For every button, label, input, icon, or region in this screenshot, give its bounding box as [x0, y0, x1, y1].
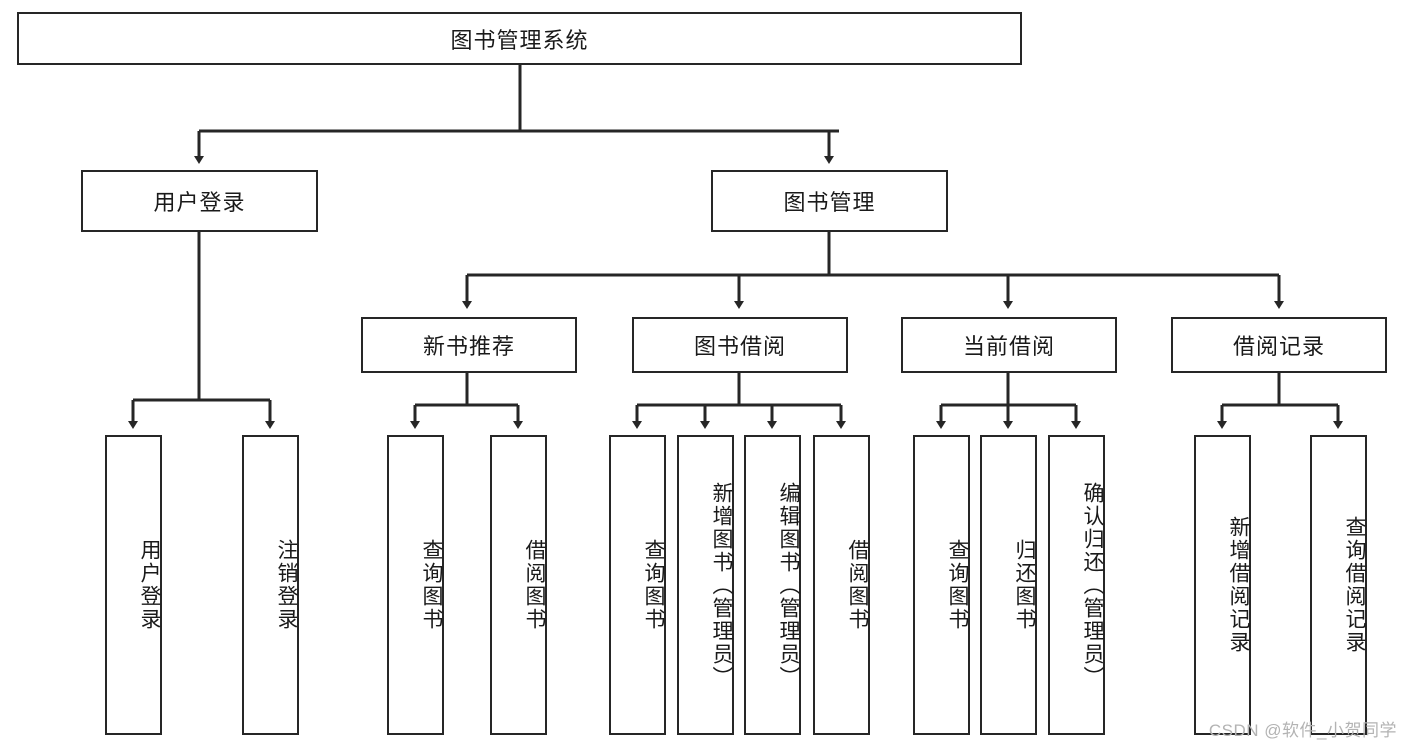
node-label: 图书管理系统	[450, 27, 589, 53]
node-root-book-management-system[interactable]: 图书管理系统	[17, 12, 1022, 65]
leaf-user-login-signin[interactable]: 用户登录	[105, 435, 162, 735]
node-label: 归还图书	[1013, 539, 1036, 631]
node-label: 借阅记录	[1232, 334, 1325, 359]
node-label: 用户登录	[153, 190, 246, 215]
leaf-borrow-edit-book-admin[interactable]: 编辑图书（管理员）	[744, 435, 801, 735]
node-label: 查询借阅记录	[1343, 516, 1366, 654]
node-new-book-recommend[interactable]: 新书推荐	[361, 317, 577, 373]
leaf-borrow-add-book-admin[interactable]: 新增图书（管理员）	[677, 435, 734, 735]
node-label: 借阅图书	[523, 539, 546, 631]
node-label: 新增图书（管理员）	[710, 481, 733, 689]
leaf-borrow-query-book[interactable]: 查询图书	[609, 435, 666, 735]
node-label: 确认归还（管理员）	[1081, 481, 1104, 689]
leaf-recommend-query-book[interactable]: 查询图书	[387, 435, 444, 735]
leaf-user-login-signout[interactable]: 注销登录	[242, 435, 299, 735]
node-user-login[interactable]: 用户登录	[81, 170, 318, 232]
leaf-current-query-book[interactable]: 查询图书	[913, 435, 970, 735]
node-label: 当前借阅	[962, 334, 1055, 359]
node-label: 图书管理	[783, 190, 876, 215]
leaf-recommend-borrow-book[interactable]: 借阅图书	[490, 435, 547, 735]
node-book-borrow[interactable]: 图书借阅	[632, 317, 848, 373]
node-label: 新书推荐	[422, 334, 515, 359]
leaf-record-query-borrow-record[interactable]: 查询借阅记录	[1310, 435, 1367, 735]
node-label: 新增借阅记录	[1227, 516, 1250, 654]
node-label: 编辑图书（管理员）	[777, 481, 800, 689]
node-label: 图书借阅	[693, 334, 786, 359]
leaf-record-add-borrow-record[interactable]: 新增借阅记录	[1194, 435, 1251, 735]
node-label: 注销登录	[275, 539, 298, 631]
node-book-management[interactable]: 图书管理	[711, 170, 948, 232]
csdn-watermark: CSDN @软件_小贺同学	[1208, 721, 1397, 740]
leaf-borrow-borrow-book[interactable]: 借阅图书	[813, 435, 870, 735]
node-label: 查询图书	[642, 539, 665, 631]
leaf-current-confirm-return-admin[interactable]: 确认归还（管理员）	[1048, 435, 1105, 735]
node-borrow-record[interactable]: 借阅记录	[1171, 317, 1387, 373]
node-label: 查询图书	[946, 539, 969, 631]
node-current-borrow[interactable]: 当前借阅	[901, 317, 1117, 373]
node-label: 查询图书	[420, 539, 443, 631]
node-label: 借阅图书	[846, 539, 869, 631]
leaf-current-return-book[interactable]: 归还图书	[980, 435, 1037, 735]
node-label: 用户登录	[138, 539, 161, 631]
